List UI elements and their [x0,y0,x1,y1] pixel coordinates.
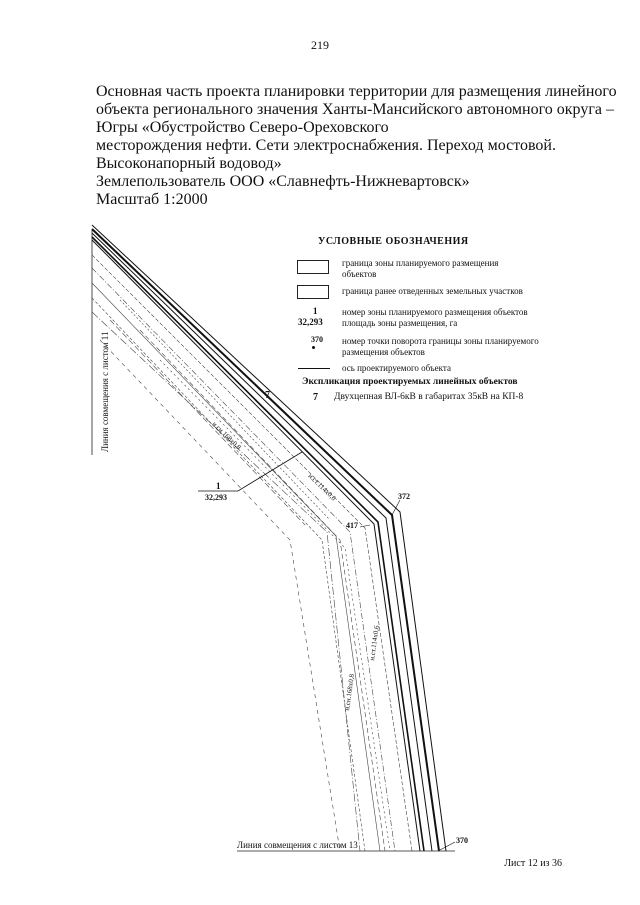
allotted-boundary-symbol [297,285,329,299]
allotted-boundaries [91,254,413,852]
title-line-1: Основная часть проекта планировки террит… [96,83,617,100]
axis-desc: ось проектируемого объекта [342,363,451,373]
zone-leader-line [198,451,303,492]
object-number: 7 [313,392,318,403]
zone-desc-2: площадь зоны размещения, га [342,318,458,328]
zone-area-symbol: 32,293 [298,317,323,327]
point-leaders [359,499,456,851]
point-symbol-number: 370 [311,335,323,344]
match-line-bottom-label: Линия совмещения с листом 13 [237,840,358,850]
axis-symbol [298,368,330,369]
title-line-3: Югры «Обустройство Северо-Ореховского [96,119,389,136]
point-372-label: 372 [398,492,410,501]
planned-zone-symbol [297,260,329,274]
map-zone-number: 1 [216,481,221,491]
planned-zone-desc-1: граница зоны планируемого размещения [342,258,499,268]
zone-number-symbol: 1 [313,306,318,316]
object-desc: Двухцепная ВЛ-6кВ в габаритах 35кВ на КП… [334,392,524,402]
title-line-5: Высоконапорный водовод» [96,155,282,172]
map-object-label: 7 [265,390,270,401]
match-line-left-label: Линия совмещения с листом 11 [100,331,110,452]
map-zone-area: 32,293 [205,493,227,502]
point-dot-icon [312,346,315,349]
title-line-7: Масштаб 1:2000 [96,191,208,208]
planned-zone-boundary [91,224,447,852]
sheet-footer: Лист 12 из 36 [504,858,562,869]
planned-zone-desc-2: объектов [342,269,377,279]
point-desc-1: номер точки поворота границы зоны планир… [342,336,539,346]
point-417-label: 417 [346,521,358,530]
title-line-6: Землепользователь ООО «Славнефть-Нижнева… [96,173,470,190]
page-number: 219 [311,38,329,52]
legend-heading: УСЛОВНЫЕ ОБОЗНАЧЕНИЯ [318,236,469,247]
zone-desc-1: номер зоны планируемого размещения объек… [342,307,528,317]
explication-heading: Экспликация проектируемых линейных объек… [302,377,518,387]
allotted-boundary-desc: граница ранее отведенных земельных участ… [342,286,523,296]
point-370-label: 370 [456,836,468,845]
point-desc-2: размещения объектов [342,347,425,357]
title-line-4: месторождения нефти. Сети электроснабжен… [96,137,556,154]
title-line-2: объекта регионального значения Ханты-Ман… [96,101,614,118]
